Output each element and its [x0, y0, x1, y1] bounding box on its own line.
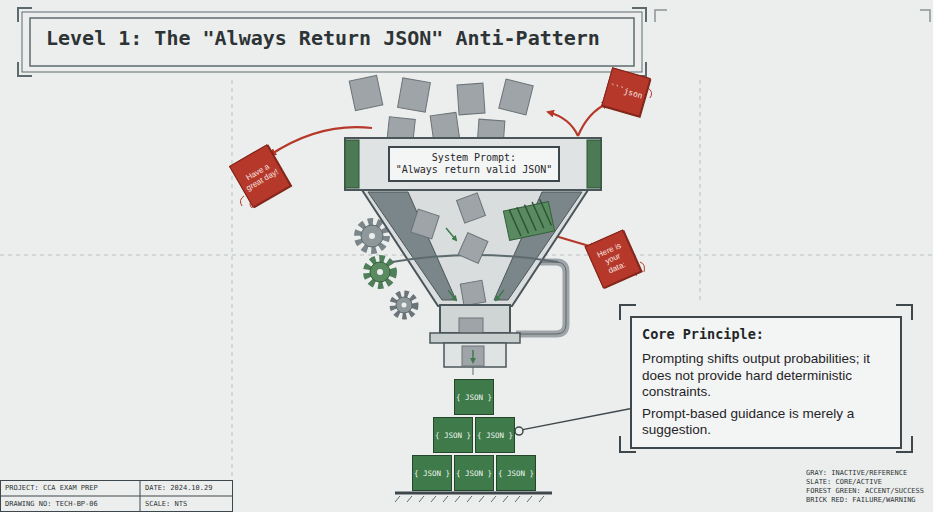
node-text: { JSON }	[456, 393, 492, 402]
green-arrow	[448, 290, 456, 300]
spout-flange	[430, 333, 520, 343]
gray-card	[457, 193, 486, 223]
filter-grate	[503, 198, 554, 240]
grid-line	[700, 80, 701, 300]
node-text: { JSON }	[435, 431, 471, 440]
title-block-cell: PROJECT: CCA EXAM PREP	[5, 485, 98, 492]
chute-line	[473, 367, 474, 375]
rejected-output-card: Have a great day!	[229, 144, 291, 208]
title-block	[0, 480, 233, 512]
funnel-body	[362, 190, 588, 306]
json-block: { JSON }	[433, 417, 473, 453]
gear	[393, 294, 415, 316]
green-arrow	[472, 350, 474, 362]
flow-arrows	[446, 228, 504, 300]
node-text: { JSON }	[414, 469, 450, 478]
node-text: Have a great day!	[240, 159, 280, 193]
rejected-output-card: ```json	[601, 67, 650, 116]
sheet-corner-marks	[655, 10, 930, 22]
leader-terminal	[515, 427, 523, 435]
gray-card	[460, 280, 485, 305]
node-text: { JSON }	[456, 469, 492, 478]
color-key-line: SLATE: CORE/ACTIVE	[806, 479, 882, 486]
callout-brackets	[620, 305, 912, 452]
gear-axle	[377, 269, 383, 275]
color-key-line: GRAY: INACTIVE/REFERENCE	[806, 470, 907, 477]
json-block: { JSON }	[454, 379, 494, 415]
red-arrow	[548, 112, 578, 136]
frame-outer	[22, 12, 642, 72]
frame-inner	[30, 18, 634, 66]
node-text: Prompt-based guidance is merely a sugges…	[642, 406, 890, 439]
json-block: { JSON }	[412, 455, 452, 491]
gray-card	[462, 346, 484, 366]
rejected-output-card: Here is your data:	[584, 229, 641, 288]
color-key-line: FOREST GREEN: ACCENT/SUCCESS	[806, 488, 924, 495]
node-heading: Core Principle:	[642, 326, 890, 342]
title-block-frame	[1, 481, 233, 512]
color-key-line: BRICK RED: FAILURE/WARNING	[806, 497, 916, 504]
node-text: Prompting shifts output probabilities; i…	[642, 351, 890, 400]
title-block-rule	[0, 496, 232, 497]
gear-hub	[370, 262, 390, 282]
corner-brackets	[18, 8, 646, 76]
red-arrow	[578, 103, 608, 136]
node-text: Here is your data:	[592, 239, 634, 278]
json-block: { JSON }	[475, 417, 515, 453]
gear-hub	[396, 297, 412, 313]
title-block-rule	[140, 480, 141, 512]
node-text: ```json	[609, 83, 644, 101]
title-block-cell: DATE: 2024.10.29	[145, 485, 212, 492]
json-block: { JSON }	[454, 455, 494, 491]
diagram-title: Level 1: The "Always Return JSON" Anti-P…	[46, 26, 600, 50]
node-heading: System Prompt:	[432, 152, 516, 165]
title-block-cell: SCALE: NTS	[145, 501, 187, 508]
system-prompt-plate: System Prompt:"Always return valid JSON"	[388, 146, 560, 182]
gray-card	[411, 209, 439, 239]
funnel-hopper	[345, 138, 601, 190]
hopper-cap	[345, 140, 359, 188]
title-frame	[18, 8, 646, 76]
node-text: { JSON }	[498, 469, 534, 478]
spout	[444, 343, 506, 367]
gray-card	[457, 83, 485, 115]
gray-card	[458, 233, 488, 264]
inner-cards	[411, 193, 488, 306]
hopper-cap	[587, 140, 601, 188]
funnel-wall	[368, 192, 456, 300]
gear-axle	[369, 233, 375, 239]
gear-hub	[361, 225, 383, 247]
principle-callout: Core Principle: Prompting shifts output p…	[630, 316, 902, 449]
funnel-wall	[494, 192, 582, 300]
ground-hatch	[395, 496, 544, 502]
grate-bars	[508, 198, 552, 237]
json-block: { JSON }	[496, 455, 536, 491]
green-arrow	[496, 290, 504, 300]
leader-line	[515, 409, 630, 431]
node-text: "Always return valid JSON"	[396, 164, 553, 177]
gear	[358, 222, 386, 250]
grid-lines	[0, 80, 933, 478]
node-text: { JSON }	[477, 431, 513, 440]
gear	[367, 259, 393, 285]
grid-line	[232, 80, 233, 478]
green-arrow	[446, 228, 456, 240]
grate	[503, 202, 554, 241]
gray-card	[349, 75, 383, 110]
input-cards	[349, 75, 533, 146]
gear-axle	[402, 303, 407, 308]
stack-base	[395, 492, 552, 495]
title-block-cell: DRAWING NO: TECH-BP-06	[5, 501, 98, 508]
gray-card	[499, 79, 533, 115]
gray-card	[398, 78, 431, 112]
